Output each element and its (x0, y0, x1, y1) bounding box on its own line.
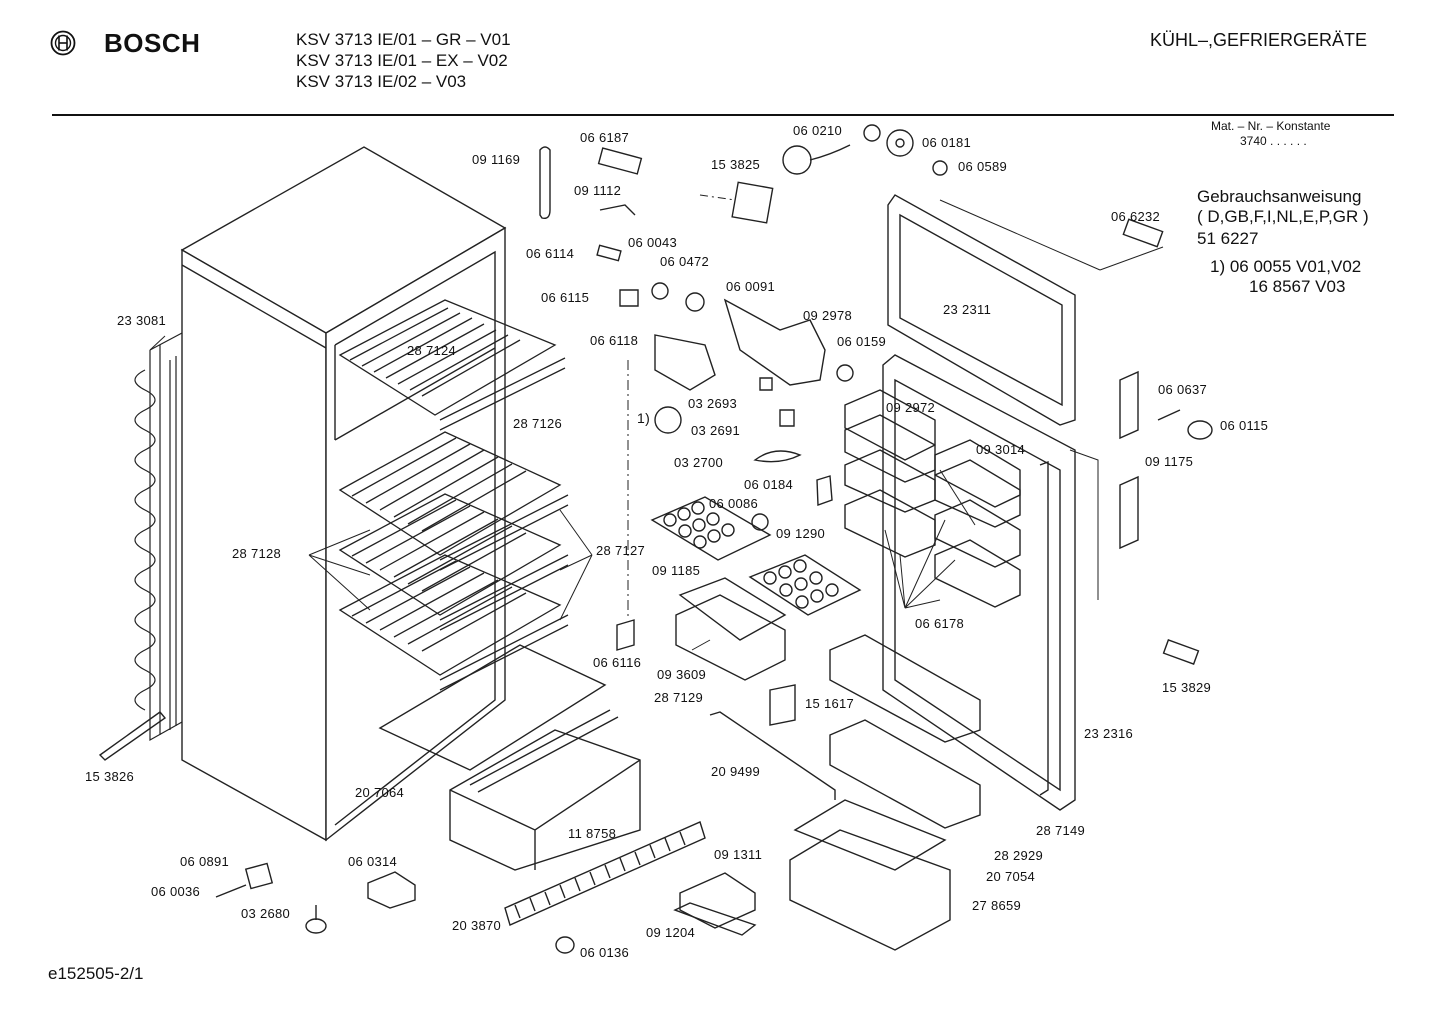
part-label: 09 1204 (646, 925, 696, 940)
part-label: 15 3825 (711, 157, 761, 172)
manual-note-line-2: 16 8567 V03 (1249, 277, 1346, 296)
part-label: 28 7126 (513, 416, 563, 431)
part-label: 09 1112 (574, 183, 622, 198)
hinges (1120, 219, 1212, 664)
brand-name: BOSCH (104, 28, 201, 58)
part-label: 09 1290 (776, 526, 826, 541)
part-label: 06 6114 (526, 246, 575, 261)
appliance-category: KÜHL–,GEFRIERGERÄTE (1150, 30, 1368, 50)
part-label: 06 0472 (660, 254, 710, 269)
part-label: 15 3829 (1162, 680, 1212, 695)
part-label: 06 0043 (628, 235, 678, 250)
part-label: 09 1169 (472, 152, 521, 167)
part-label: 23 2316 (1084, 726, 1134, 741)
part-label: 06 0589 (958, 159, 1008, 174)
part-label: 06 6116 (593, 655, 642, 670)
part-label: 06 6232 (1111, 209, 1161, 224)
part-label: 06 0891 (180, 854, 230, 869)
part-label: 06 6187 (580, 130, 630, 145)
part-label: 09 3609 (657, 667, 707, 682)
part-label: 20 9499 (711, 764, 761, 779)
part-label: 06 0136 (580, 945, 630, 960)
condenser-coil (135, 333, 182, 740)
part-label: 09 1185 (652, 563, 701, 578)
bosch-logo-icon (50, 30, 76, 56)
egg-trays (652, 497, 860, 800)
part-label: 06 0314 (348, 854, 398, 869)
part-label: 20 7054 (986, 869, 1036, 884)
part-label: 03 2693 (688, 396, 738, 411)
part-label: 20 3870 (452, 918, 502, 933)
part-label: 06 6115 (541, 290, 590, 305)
manual-number: 51 6227 (1197, 229, 1259, 248)
doors (883, 195, 1075, 810)
part-label: 06 0210 (793, 123, 843, 138)
part-label: 03 2680 (241, 906, 291, 921)
part-label: 09 3014 (976, 442, 1026, 457)
wire-shelves (340, 300, 568, 690)
part-label: 20 7064 (355, 785, 405, 800)
part-label: 03 2691 (691, 423, 741, 438)
thermostat-and-lamp (540, 125, 947, 650)
part-label: 06 6178 (915, 616, 965, 631)
part-label: 06 0159 (837, 334, 887, 349)
loose-parts (100, 712, 755, 953)
part-label: 09 1311 (714, 847, 763, 862)
part-label: 03 2700 (674, 455, 724, 470)
part-footnote-marker: 1) (637, 410, 651, 426)
document-id: e152505-2/1 (48, 964, 144, 983)
part-label: 15 3826 (85, 769, 135, 784)
part-label: 09 2978 (803, 308, 853, 323)
part-label: 09 2972 (886, 400, 936, 415)
part-label: 11 8758 (568, 826, 617, 841)
part-label: 28 7128 (232, 546, 282, 561)
part-label: 28 7124 (407, 343, 457, 358)
part-label: 23 2311 (943, 302, 992, 317)
part-label: 15 1617 (805, 696, 855, 711)
part-label: 09 1175 (1145, 454, 1194, 469)
manual-languages: ( D,GB,F,I,NL,E,P,GR ) (1197, 207, 1369, 226)
part-label: 06 0637 (1158, 382, 1208, 397)
part-label: 28 7127 (596, 543, 646, 558)
header-divider (52, 114, 1394, 116)
model-line-3: KSV 3713 IE/02 – V03 (296, 72, 467, 91)
part-label: 27 8659 (972, 898, 1022, 913)
part-label: 06 0036 (151, 884, 201, 899)
part-label: 23 3081 (117, 313, 167, 328)
part-label: 28 7149 (1036, 823, 1086, 838)
manual-title: Gebrauchsanweisung (1197, 187, 1362, 206)
model-line-2: KSV 3713 IE/01 – EX – V02 (296, 51, 508, 70)
door-shelves (790, 390, 1020, 950)
material-number-label: Mat. – Nr. – Konstante (1211, 119, 1331, 133)
part-label: 06 0086 (709, 496, 759, 511)
cabinet (182, 147, 505, 840)
part-label: 28 2929 (994, 848, 1044, 863)
part-label: 06 0181 (922, 135, 972, 150)
part-label: 06 0115 (1220, 418, 1269, 433)
part-label: 06 6118 (590, 333, 639, 348)
part-label: 06 0091 (726, 279, 776, 294)
manual-note-line-1: 1) 06 0055 V01,V02 (1210, 257, 1362, 276)
part-label: 28 7129 (654, 690, 704, 705)
material-number-value: 3740 . . . . . . (1240, 134, 1307, 148)
part-label: 06 0184 (744, 477, 794, 492)
model-line-1: KSV 3713 IE/01 – GR – V01 (296, 30, 511, 49)
crisper-drawers (380, 645, 705, 925)
leader-lines (150, 195, 1163, 650)
